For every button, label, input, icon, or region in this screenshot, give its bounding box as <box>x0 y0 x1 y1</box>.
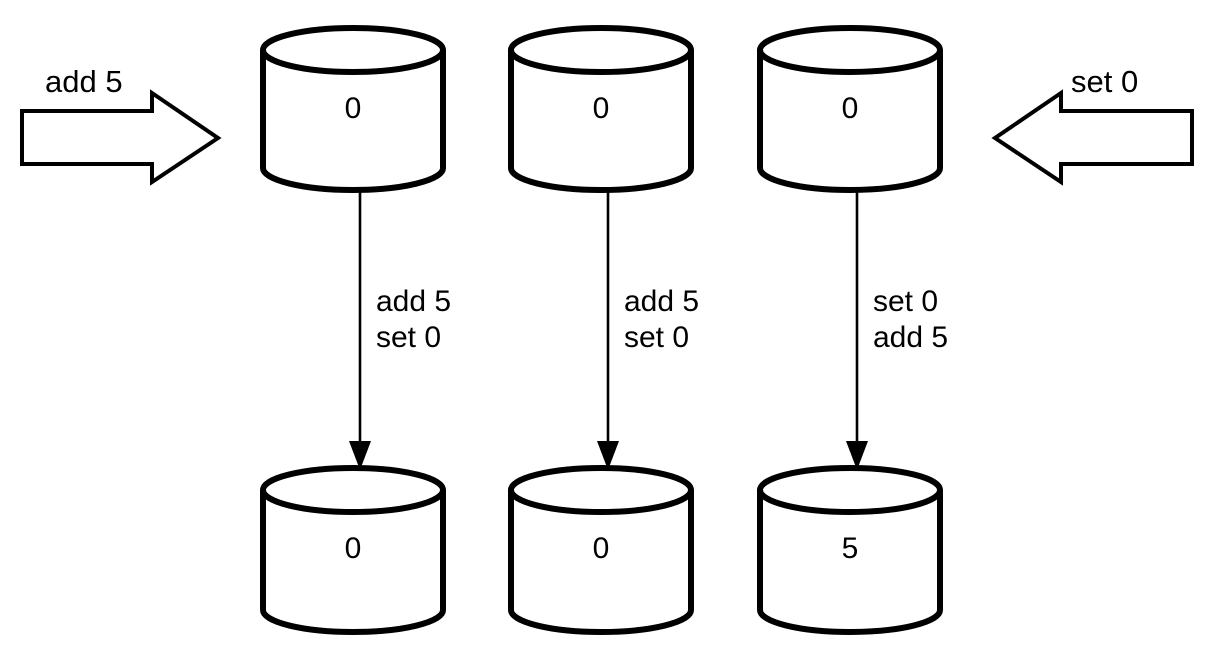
replica-1-top-value: 0 <box>345 92 362 125</box>
replica-1-connector: add 5 set 0 <box>349 190 451 470</box>
replica-2-bottom-cylinder-body <box>508 487 694 635</box>
replica-3-bottom-cylinder: 5 <box>757 465 943 635</box>
replica-2-top-cylinder-lid <box>508 25 694 75</box>
replica-1-bottom-cylinder-lid <box>260 465 446 515</box>
left-block-arrow <box>20 89 222 186</box>
replica-2-connector: add 5 set 0 <box>597 190 699 470</box>
replica-2-bottom-value: 0 <box>593 532 610 565</box>
replica-3-connector: set 0 add 5 <box>846 190 948 470</box>
replica-2-top-cylinder-body <box>508 47 694 193</box>
replica-1-edge-label-line2: set 0 <box>376 321 441 354</box>
replica-1-bottom-value: 0 <box>345 532 362 565</box>
replica-3-top-cylinder-lid <box>757 25 943 75</box>
replica-2-edge-label-line2: set 0 <box>624 321 689 354</box>
replica-2-bottom-cylinder: 0 <box>508 465 694 635</box>
replica-1-edge-label-line1: add 5 <box>376 285 451 318</box>
replica-3-top-cylinder-body <box>757 47 943 193</box>
left-operation-arrow-group: add 5 <box>20 64 222 186</box>
replica-3-bottom-cylinder-lid <box>757 465 943 515</box>
right-block-arrow <box>991 89 1194 186</box>
replica-3-bottom-value: 5 <box>842 532 859 565</box>
replica-1-bottom-cylinder-body <box>260 487 446 635</box>
replica-3-edge-label-line1: set 0 <box>873 285 938 318</box>
replica-1-bottom-cylinder: 0 <box>260 465 446 635</box>
replica-3-connector-arrowhead <box>846 441 868 470</box>
replica-2-bottom-cylinder-lid <box>508 465 694 515</box>
replica-2-connector-arrowhead <box>597 441 619 470</box>
right-operation-label: set 0 <box>1071 64 1138 99</box>
replica-3-top-cylinder: 0 <box>757 25 943 193</box>
replica-3-top-value: 0 <box>842 92 859 125</box>
right-operation-arrow-group: set 0 <box>991 64 1194 186</box>
replica-2-edge-label-line1: add 5 <box>624 285 699 318</box>
replica-2-top-value: 0 <box>593 92 610 125</box>
replica-2-top-cylinder: 0 <box>508 25 694 193</box>
replica-3-edge-label-line2: add 5 <box>873 321 948 354</box>
replica-3-bottom-cylinder-body <box>757 487 943 635</box>
replica-1-top-cylinder: 0 <box>260 25 446 193</box>
replica-1-top-cylinder-body <box>260 47 446 193</box>
left-operation-label: add 5 <box>45 64 123 99</box>
replica-1-connector-arrowhead <box>349 441 371 470</box>
replica-1-top-cylinder-lid <box>260 25 446 75</box>
